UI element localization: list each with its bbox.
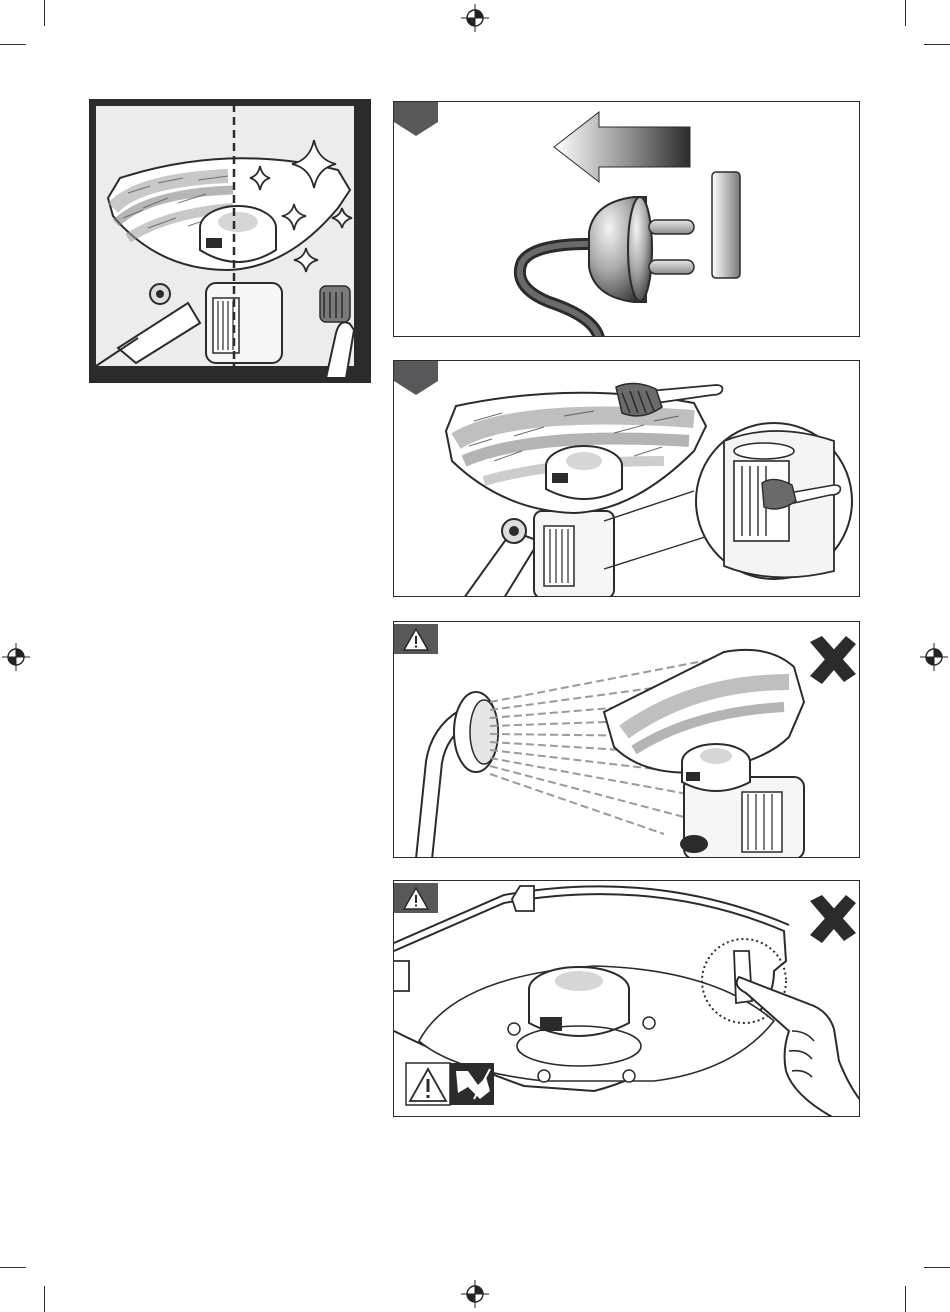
shower-head-icon [424,692,498,858]
arrow-left-icon [554,112,690,182]
crop-mark [924,44,950,45]
warning-triangle-icon [394,622,438,656]
magnifier-circle-icon [696,423,852,579]
step-brush-panel [393,360,860,597]
crop-mark [44,0,45,26]
registration-mark-bottom [461,1280,489,1308]
step-marker-icon [394,361,438,395]
step-unplug-panel [393,101,860,337]
step-marker-icon [394,102,438,136]
crop-mark [924,1267,950,1268]
overview-illustration [88,98,372,384]
prohibited-x-icon [810,636,856,684]
crop-mark [905,0,906,26]
registration-mark-right [920,643,948,671]
crop-mark [0,1267,26,1268]
registration-mark-left [2,643,30,671]
crop-mark [905,1286,906,1312]
warning-water-panel [393,621,860,858]
socket-icon [712,172,740,278]
crop-mark [44,1286,45,1312]
hand-icon [737,977,860,1117]
plug-icon [589,197,694,302]
pinch-hazard-icon [406,1063,494,1105]
prohibited-x-icon [810,895,856,943]
warning-finger-panel [393,880,860,1117]
warning-triangle-icon [394,881,438,915]
registration-mark-top [461,4,489,32]
crop-mark [0,44,26,45]
